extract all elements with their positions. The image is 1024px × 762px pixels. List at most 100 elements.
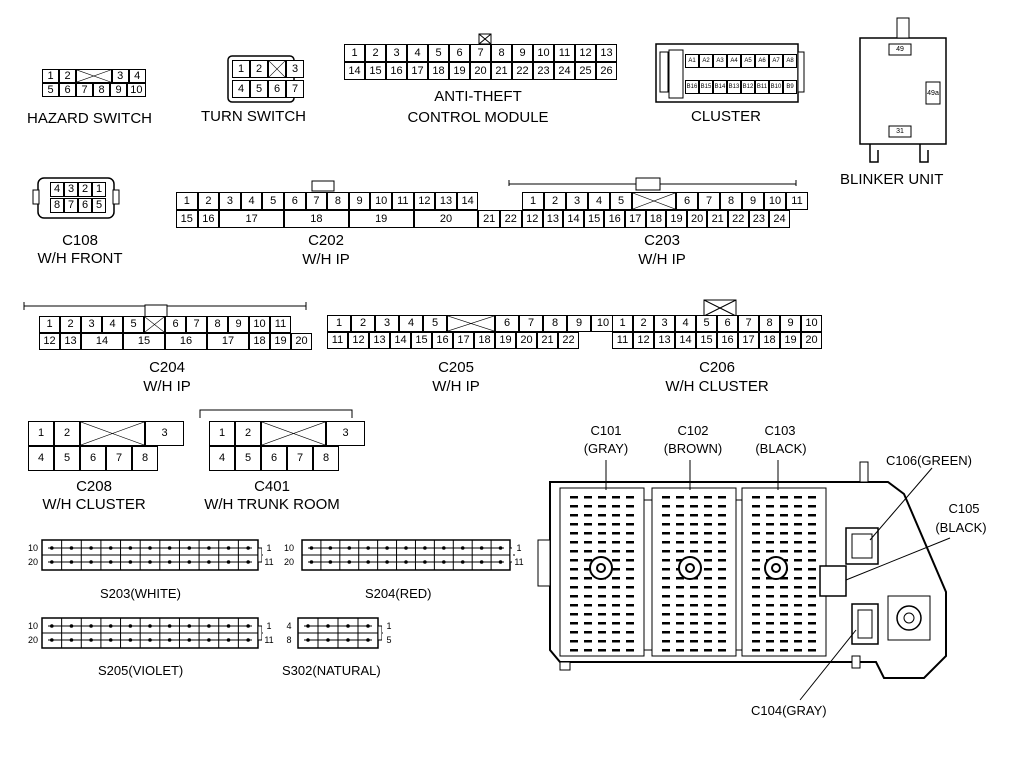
c205-label-1: C205 (438, 359, 474, 376)
c203-pin-17: 17 (625, 210, 646, 228)
c204-pin-4: 4 (102, 316, 123, 333)
c105-label-1: C105 (948, 501, 980, 516)
anti_theft-pin-20: 20 (470, 62, 491, 80)
c108-pin-6: 6 (78, 198, 92, 213)
c401-pin-7: 7 (287, 446, 313, 471)
c208-key-cell (80, 421, 145, 446)
c205-pin-20: 20 (516, 332, 537, 349)
c205-pin-22: 22 (558, 332, 579, 349)
c202-pin-9: 9 (348, 192, 371, 210)
c202-pin-21: 21 (478, 210, 500, 228)
turn-pin-7: 7 (286, 80, 304, 98)
c203-pin-11: 11 (786, 192, 808, 210)
c101-label-2: (GRAY) (583, 441, 629, 456)
c205-pin-14: 14 (390, 332, 411, 349)
c401-bracket (199, 409, 353, 418)
c206-pin-15: 15 (696, 332, 717, 349)
s203-pin-1: 1 (262, 542, 276, 554)
c204-pin-5: 5 (123, 316, 144, 333)
cluster-pin-A5: A5 (741, 54, 755, 68)
c205-pin-5: 5 (423, 315, 447, 332)
c204-pin-3: 3 (81, 316, 102, 333)
c203-pin-8: 8 (720, 192, 742, 210)
anti_theft-pin-23: 23 (533, 62, 554, 80)
c204-pin-11: 11 (270, 316, 291, 333)
c203-pin-2: 2 (544, 192, 566, 210)
c208-pin-2: 2 (54, 421, 80, 446)
anti_theft-pin-1: 1 (344, 44, 365, 62)
c401-pin-5: 5 (235, 446, 261, 471)
c203-pin-4: 4 (588, 192, 610, 210)
c206-pin-12: 12 (633, 332, 654, 349)
c202-pin-10: 10 (370, 192, 392, 210)
c202-pin-13: 13 (435, 192, 457, 210)
c206-pin-1: 1 (612, 315, 633, 332)
c205-pin-16: 16 (432, 332, 453, 349)
c205-pin-9: 9 (567, 315, 591, 332)
c202-pin-3: 3 (219, 192, 241, 210)
hazard-pin-7: 7 (76, 83, 93, 97)
cluster-pin-B10: B10 (769, 80, 783, 94)
c202-pin-14: 14 (456, 192, 479, 210)
hazard-pin-4: 4 (128, 69, 146, 83)
anti_theft-pin-6: 6 (449, 44, 470, 62)
c205-pin-4: 4 (399, 315, 423, 332)
c204-pin-14: 14 (81, 333, 123, 350)
blinker-pin-49: 49 (896, 46, 904, 53)
c204-pin-6: 6 (165, 316, 186, 333)
c203-pin-23: 23 (748, 210, 770, 228)
hazard-switch-label: HAZARD SWITCH (27, 110, 152, 127)
c103-label-2: (BLACK) (755, 441, 807, 456)
c205-pin-2: 2 (351, 315, 375, 332)
anti_theft-pin-9: 9 (512, 44, 533, 62)
c203-label-1: C203 (644, 232, 680, 249)
s203-pin-11: 11 (262, 556, 276, 568)
c205-pin-21: 21 (537, 332, 558, 349)
c204-label-1: C204 (149, 359, 185, 376)
anti_theft-pin-7: 7 (470, 44, 491, 62)
hazard-pin-1: 1 (42, 69, 59, 83)
anti_theft-pin-13: 13 (596, 44, 617, 62)
cluster-label: CLUSTER (691, 108, 762, 125)
c108-pin-5: 5 (92, 198, 106, 213)
c401-pin-3: 3 (326, 421, 365, 446)
s203-pin-20: 20 (26, 556, 40, 568)
c204-pin-16: 16 (165, 333, 207, 350)
s302-label: S302(NATURAL) (282, 663, 381, 678)
anti_theft-pin-5: 5 (428, 44, 449, 62)
c203-pin-13: 13 (542, 210, 564, 228)
c205-pin-11: 11 (327, 332, 348, 349)
anti_theft-pin-22: 22 (512, 62, 533, 80)
c202-pin-22: 22 (500, 210, 522, 228)
c206-pin-8: 8 (759, 315, 780, 332)
anti_theft-pin-25: 25 (575, 62, 596, 80)
c206-pin-6: 6 (717, 315, 738, 332)
c204-pin-1: 1 (39, 316, 60, 333)
hazard-pin-3: 3 (111, 69, 129, 83)
cluster-pin-A7: A7 (769, 54, 783, 68)
s204-pin-20: 20 (282, 556, 296, 568)
c206-pin-20: 20 (801, 332, 822, 349)
c208-pin-4: 4 (28, 446, 54, 471)
c401-pin-2: 2 (235, 421, 261, 446)
s302-pin-8: 8 (282, 634, 296, 646)
cluster-pin-B11: B11 (755, 80, 769, 94)
c108-label-2: W/H FRONT (37, 250, 123, 267)
cluster-pin-A4: A4 (727, 54, 741, 68)
c206-pin-19: 19 (780, 332, 801, 349)
blinker-unit-label: BLINKER UNIT (840, 171, 944, 188)
c206-label-2: W/H CLUSTER (665, 378, 769, 395)
c202-lock (311, 180, 335, 192)
c205-pin-15: 15 (411, 332, 432, 349)
anti_theft-pin-14: 14 (344, 62, 365, 80)
s203-pin-10: 10 (26, 542, 40, 554)
cluster-pin-A2: A2 (699, 54, 713, 68)
c205-pin-12: 12 (348, 332, 369, 349)
c401-pin-8: 8 (313, 446, 339, 471)
c202-pin-11: 11 (392, 192, 414, 210)
cluster-pin-A3: A3 (713, 54, 727, 68)
c103-label-1: C103 (764, 423, 796, 438)
c108-pin-7: 7 (64, 198, 78, 213)
c205-pin-1: 1 (327, 315, 351, 332)
